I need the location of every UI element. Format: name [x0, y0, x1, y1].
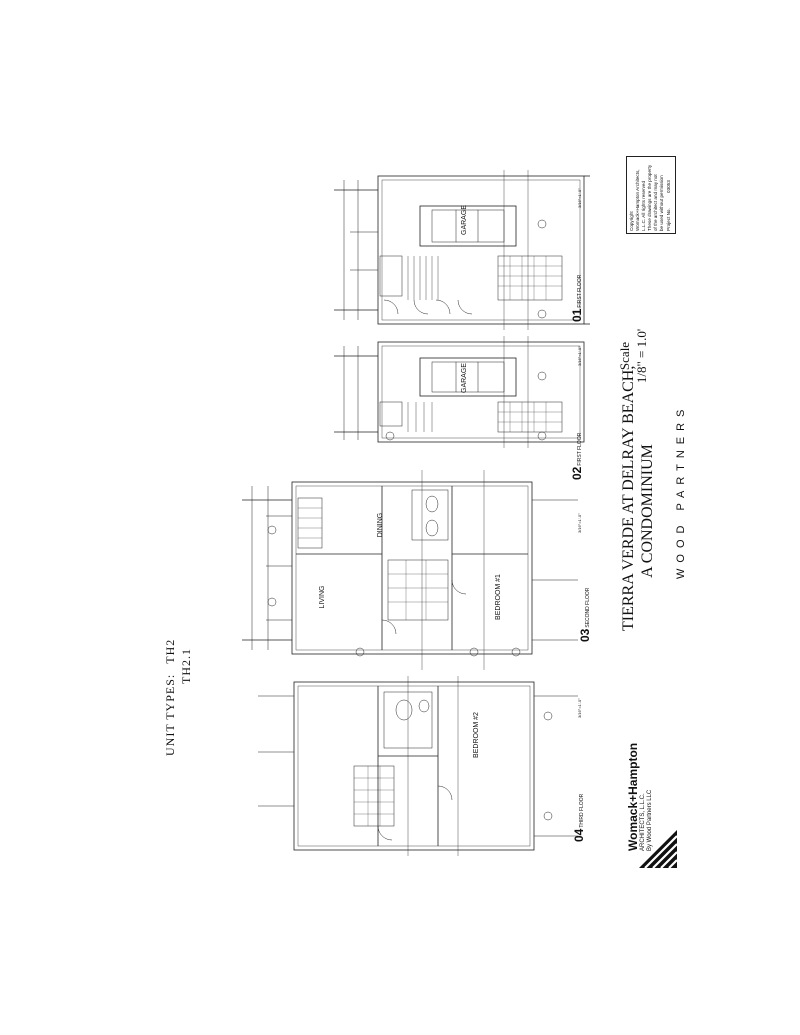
- project-title-line2: A CONDOMINIUM: [639, 444, 656, 578]
- unit-type-1: TH2: [163, 638, 177, 664]
- architect-footer: By Wood Partners LLC: [647, 789, 653, 851]
- plan-01-label: 01FIRST FLOOR: [570, 232, 584, 322]
- plan-03-room-2: LIVING: [319, 585, 326, 609]
- plan-02-label: 02FIRST FLOOR: [570, 390, 584, 480]
- plan-03-label: 03SECOND FLOOR: [578, 552, 592, 642]
- unit-type-2: TH2.1: [179, 648, 193, 684]
- architect-subtitle: ARCHITECTS, L.L.C.: [640, 793, 646, 851]
- plan-02-room-1: GARAGE: [461, 363, 468, 393]
- developer-name: WOOD PARTNERS: [675, 403, 687, 579]
- scale-label: Scale: [617, 341, 632, 371]
- plan-04-drawing: [258, 676, 578, 856]
- plan-03-room-1: DINING: [377, 512, 384, 538]
- project-no-value: 03053: [666, 180, 671, 193]
- plan-02-scale: 3/16"=1'-0": [577, 346, 582, 366]
- plan-03-drawing: [242, 470, 578, 670]
- plan-01-scale: 3/16"=1'-0": [577, 188, 582, 208]
- plan-01-name: FIRST FLOOR: [577, 274, 583, 308]
- scale-note: Scale 1/8" = 1.0': [616, 301, 654, 411]
- plan-04-room-1: BEDROOM #2: [473, 712, 480, 758]
- plan-04-name: THIRD FLOOR: [579, 793, 585, 828]
- plan-02-drawing: [334, 336, 585, 448]
- plan-03-id: 03: [578, 628, 592, 642]
- scale-value: 1/8" = 1.0': [634, 328, 649, 384]
- copyright-line-6: be used without permission: [659, 175, 664, 231]
- plan-04-label: 04THIRD FLOOR: [572, 752, 586, 842]
- plan-01-room-1: GARAGE: [461, 205, 468, 235]
- plan-01-drawing: [334, 170, 590, 330]
- architect-name: Womack+Hampton: [626, 742, 640, 851]
- architect-block: Womack+Hampton ARCHITECTS, L.L.C. By Woo…: [626, 711, 678, 851]
- plan-03-scale: 3/16"=1'-0": [577, 513, 582, 533]
- project-title-line1: TIERRA VERDE AT DELRAY BEACH,: [620, 365, 637, 631]
- plan-04-scale: 3/16"=1'-0": [577, 698, 582, 718]
- unit-types-label: UNIT TYPES:: [163, 673, 177, 756]
- architect-logo-icon: [637, 826, 679, 870]
- plan-02-name: FIRST FLOOR: [577, 432, 583, 466]
- copyright-box: Copyright Womack+Hampton Architects, L.L…: [626, 156, 676, 234]
- project-title: TIERRA VERDE AT DELRAY BEACH, A CONDOMIN…: [619, 365, 661, 631]
- project-no-label: Project No.: [666, 208, 671, 231]
- plan-03-name: SECOND FLOOR: [585, 587, 591, 628]
- plan-04-id: 04: [572, 828, 586, 842]
- unit-types-block: UNIT TYPES: TH2 TH2.1: [162, 626, 198, 756]
- plan-03-room-3: BEDROOM #1: [495, 574, 502, 620]
